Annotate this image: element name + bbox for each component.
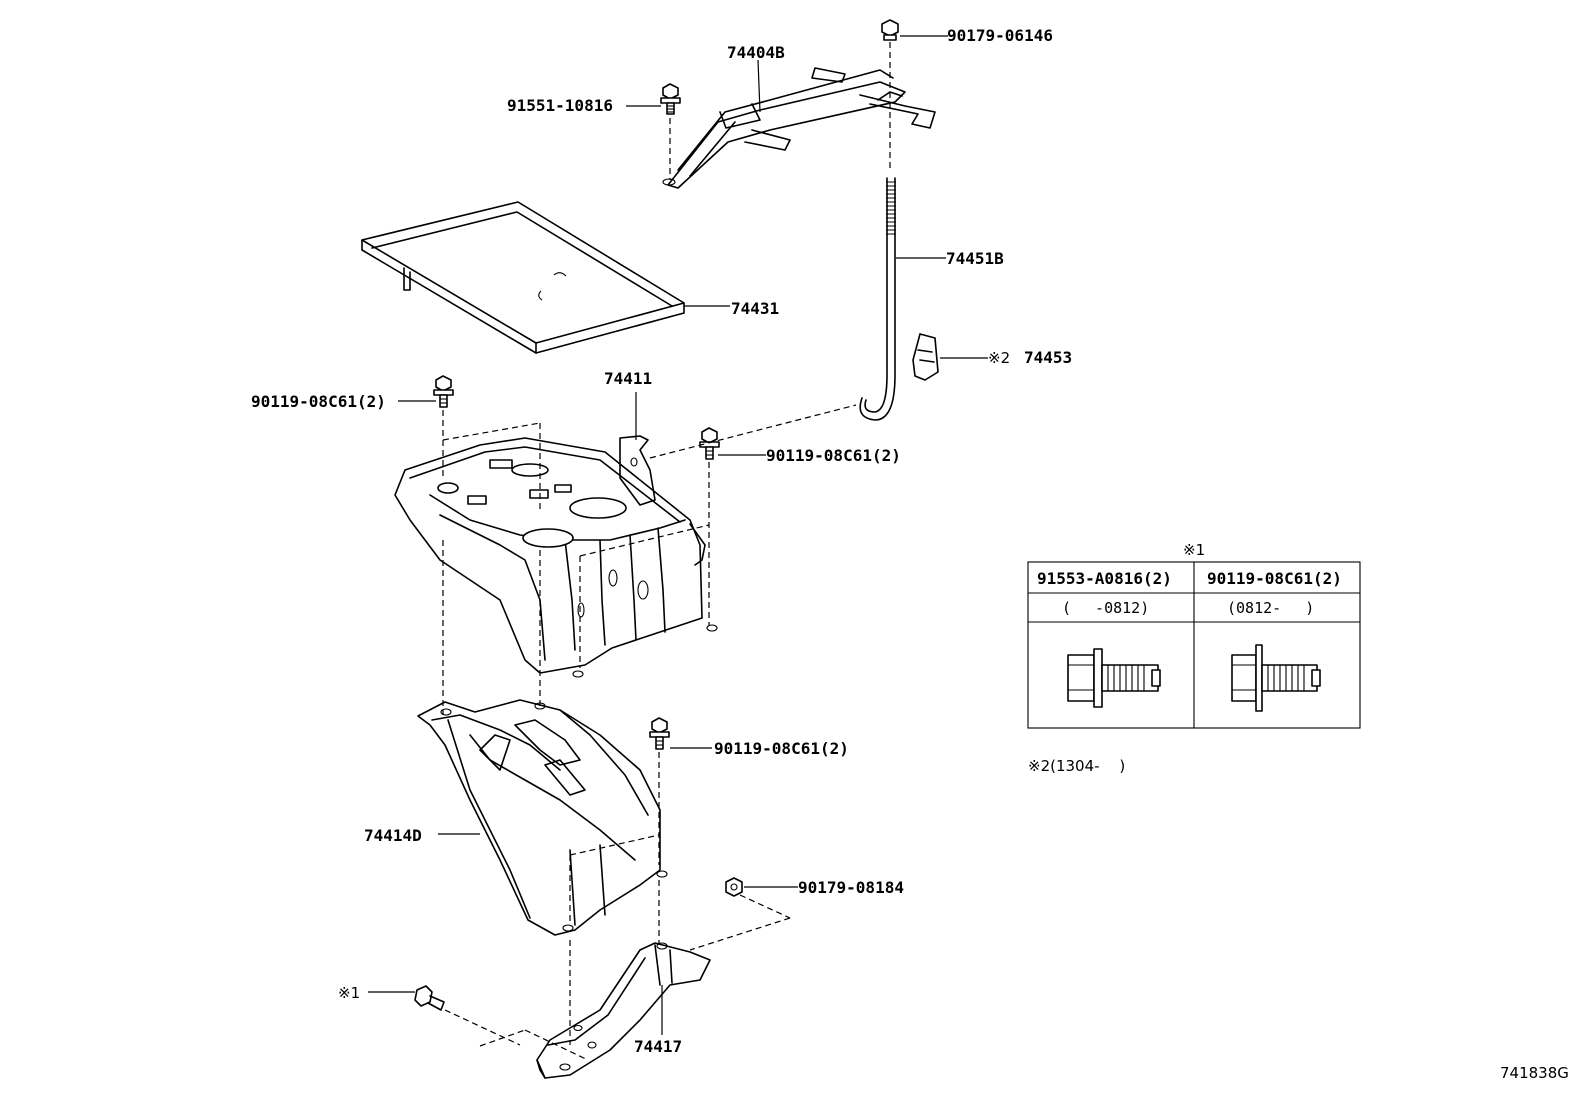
- label-91551-10816: 91551-10816: [507, 96, 613, 115]
- alignment-lines-carrier: [442, 404, 857, 715]
- bolt-90119-upper-right: [699, 427, 720, 460]
- label-90119-upper-left: 90119-08C61(2): [251, 392, 386, 411]
- bolt-91551-10816: [660, 83, 681, 180]
- label-74431: 74431: [731, 299, 779, 318]
- reference-table: ※1 91553-A0816(2) 90119-08C61(2) ( -0812…: [1027, 541, 1361, 729]
- bracket-74414d: [417, 699, 668, 936]
- table-col1-range: ( -0812): [1062, 599, 1149, 617]
- battery-carrier-74411: [394, 435, 718, 678]
- label-74404b: 74404B: [727, 43, 785, 62]
- nut-90179-06146: [881, 19, 899, 170]
- stay-74417: [536, 942, 711, 1079]
- alignment-lines-lower: [569, 834, 660, 1045]
- bolt-ref1: [414, 985, 589, 1061]
- leader-lines: [368, 35, 988, 1035]
- bolt-90119-upper-left: [433, 375, 454, 408]
- clip-74453: [912, 333, 939, 381]
- battery-tray-74431: [361, 201, 685, 354]
- label-74451b: 74451B: [946, 249, 1004, 268]
- diagram-id: 741838G: [1500, 1064, 1569, 1082]
- j-bolt-74451b: [859, 177, 896, 421]
- label-74411: 74411: [604, 369, 652, 388]
- label-74417: 74417: [634, 1037, 682, 1056]
- label-74453-mark: ※2: [988, 349, 1010, 367]
- table-title: ※1: [1183, 541, 1205, 559]
- label-ref1-mark: ※1: [338, 984, 360, 1002]
- table-col1-part: 91553-A0816(2): [1037, 569, 1172, 588]
- label-90179-08184: 90179-08184: [798, 878, 904, 897]
- nut-90179-08184: [689, 877, 791, 951]
- label-90179-06146: 90179-06146: [947, 26, 1053, 45]
- note-ref2: ※2(1304- ): [1028, 757, 1125, 775]
- table-col2-part: 90119-08C61(2): [1207, 569, 1342, 588]
- label-90119-lower: 90119-08C61(2): [714, 739, 849, 758]
- table-col2-range: (0812- ): [1227, 599, 1314, 617]
- battery-clamp-74404b: [662, 67, 936, 189]
- flange-bolt-illustration: [1067, 648, 1161, 708]
- label-74453: 74453: [1024, 348, 1072, 367]
- washer-bolt-illustration: [1231, 644, 1321, 712]
- bolt-90119-lower: [649, 717, 670, 865]
- label-90119-upper-right: 90119-08C61(2): [766, 446, 901, 465]
- label-74414d: 74414D: [364, 826, 422, 845]
